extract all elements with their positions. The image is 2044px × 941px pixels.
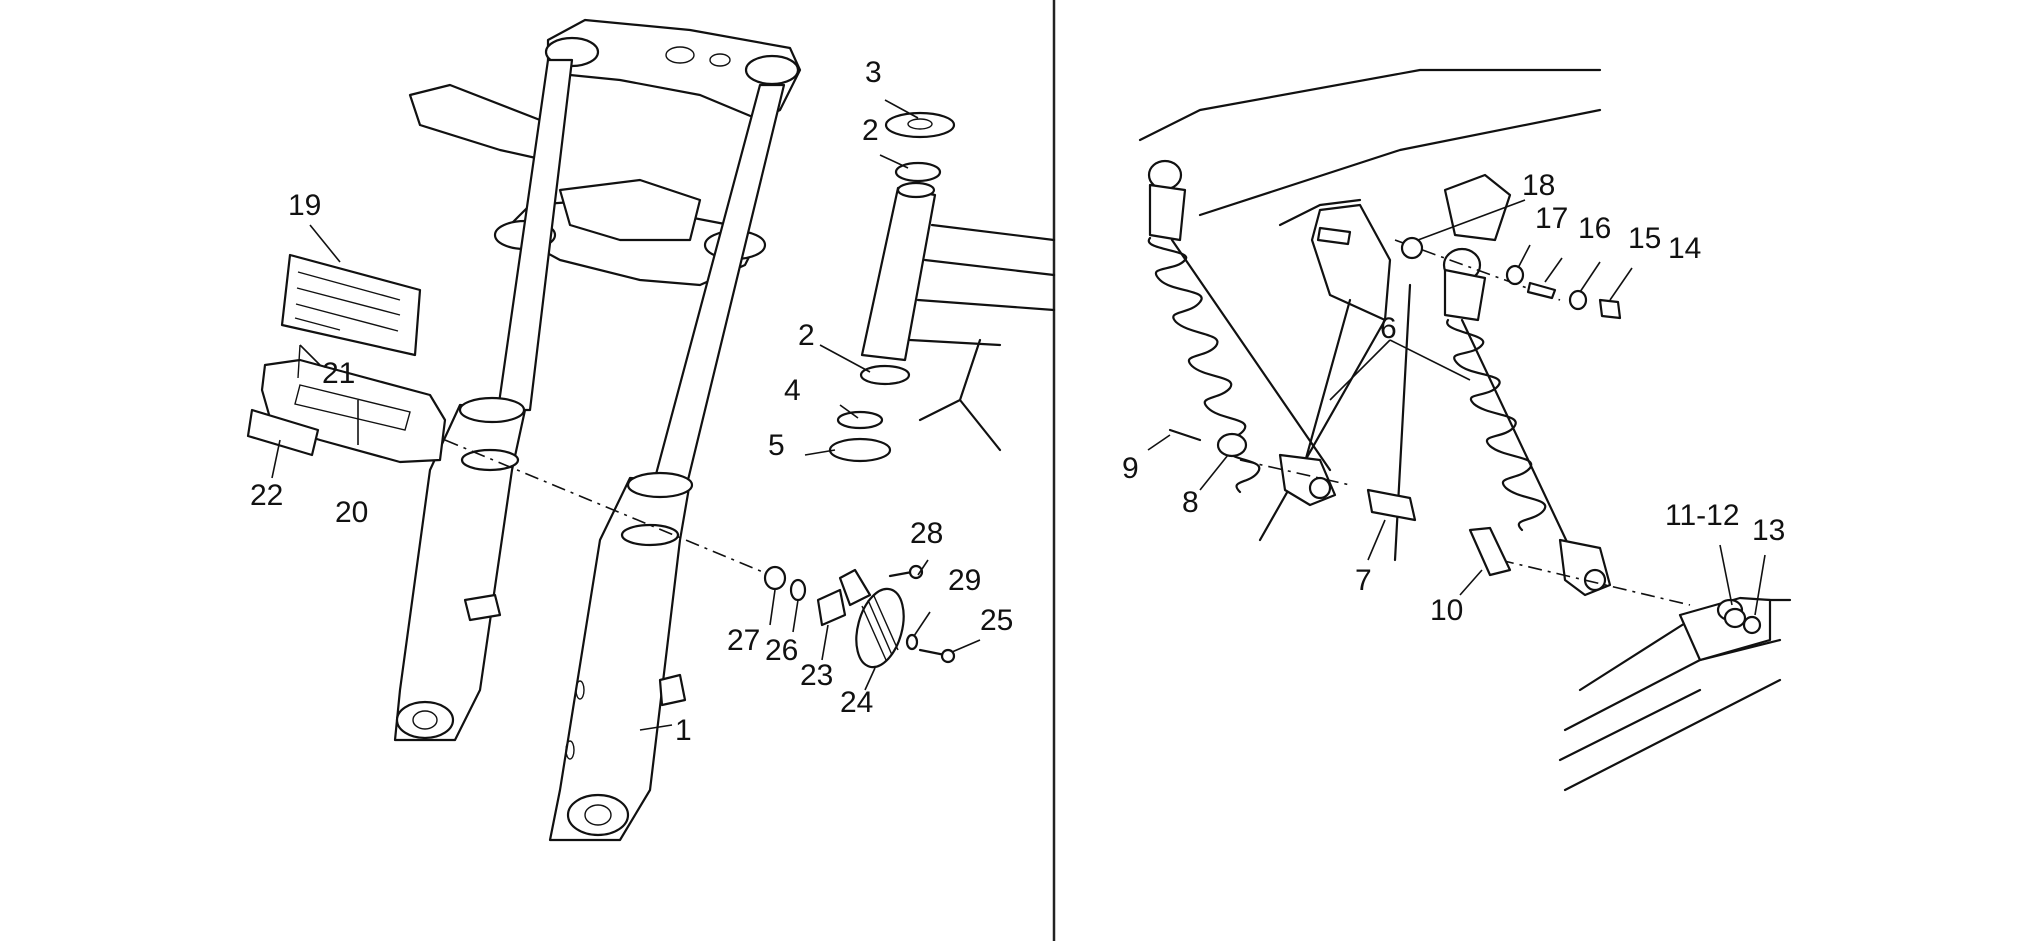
clamp-23	[816, 588, 847, 627]
callout-4: 4	[784, 374, 801, 407]
callout-17: 17	[1535, 202, 1568, 235]
front-bracket	[260, 358, 447, 464]
callout-8: 8	[1182, 486, 1199, 519]
hub-parts	[763, 564, 956, 669]
callout-20: 20	[335, 496, 368, 529]
callout-28: 28	[910, 517, 943, 550]
pin-upper	[1316, 226, 1352, 246]
callout-3: 3	[865, 56, 882, 89]
callout-16: 16	[1578, 212, 1611, 245]
right-fork-slider	[548, 471, 694, 842]
callout-24: 24	[840, 686, 873, 719]
rear-suspension-assembly	[1138, 68, 1792, 792]
right-shock-absorber	[1442, 247, 1612, 597]
frame-top-tube	[1138, 68, 1602, 142]
callout-11-12: 11-12	[1665, 499, 1740, 532]
spacer-16	[1526, 281, 1557, 300]
callout-7: 7	[1355, 564, 1372, 597]
left-leaders	[271, 99, 981, 731]
callout-6: 6	[1380, 312, 1397, 345]
left-callouts: 3 2 2 4 5 19 21 22 20 28 29 25 27 26 23 …	[250, 56, 1013, 747]
grille-plate	[280, 253, 422, 357]
left-stanchion	[496, 58, 574, 412]
front-fork-assembly	[393, 18, 802, 842]
callout-21: 21	[322, 357, 355, 390]
washer-11-12	[1723, 607, 1747, 629]
callout-2-lower: 2	[798, 319, 815, 352]
left-fork-slider	[393, 396, 527, 742]
lower-bearing	[859, 364, 911, 386]
steering-head	[828, 111, 1056, 463]
callout-10: 10	[1430, 594, 1463, 627]
washer-26	[789, 578, 807, 602]
bush-18	[1400, 236, 1424, 260]
assembly-axis-8	[1239, 459, 1351, 486]
spacer-7	[1366, 488, 1417, 522]
callout-29: 29	[948, 564, 981, 597]
callout-23: 23	[800, 659, 833, 692]
callout-9: 9	[1122, 452, 1139, 485]
bolt-10	[1468, 526, 1512, 577]
callout-19: 19	[288, 189, 321, 222]
callout-15: 15	[1628, 222, 1661, 255]
nut-27	[763, 565, 787, 591]
callout-18: 18	[1522, 169, 1555, 202]
washer-8	[1216, 432, 1248, 458]
callout-5: 5	[768, 429, 785, 462]
right-leaders	[1147, 199, 1766, 616]
screw-28	[888, 570, 914, 578]
reflector-strip	[246, 408, 320, 457]
callout-27: 27	[727, 624, 760, 657]
nut-13	[1742, 615, 1762, 635]
washer-29	[905, 633, 919, 651]
callout-2-upper: 2	[862, 114, 879, 147]
washer-15	[1568, 289, 1588, 311]
shock-mount-right	[1443, 173, 1512, 242]
callout-1: 1	[675, 714, 692, 747]
assembly-axis-10	[1499, 559, 1691, 606]
washer-17	[1505, 264, 1525, 286]
callout-26: 26	[765, 634, 798, 667]
bearing-cap	[884, 111, 956, 139]
right-callouts: 6 7 8 9 10 11-12 13 14 15 16 17 18	[1122, 169, 1785, 627]
dust-seal	[836, 410, 884, 430]
screw-25	[918, 648, 947, 657]
callout-25: 25	[980, 604, 1013, 637]
callout-13: 13	[1752, 514, 1785, 547]
bolt-9	[1168, 428, 1202, 442]
assembly-axis-left	[444, 439, 771, 576]
nut-14	[1598, 298, 1622, 320]
front-plate-group	[246, 253, 447, 464]
callout-14: 14	[1668, 232, 1701, 265]
callout-22: 22	[250, 479, 283, 512]
shock-mount-left	[1310, 203, 1392, 322]
bearing-race	[828, 437, 892, 463]
